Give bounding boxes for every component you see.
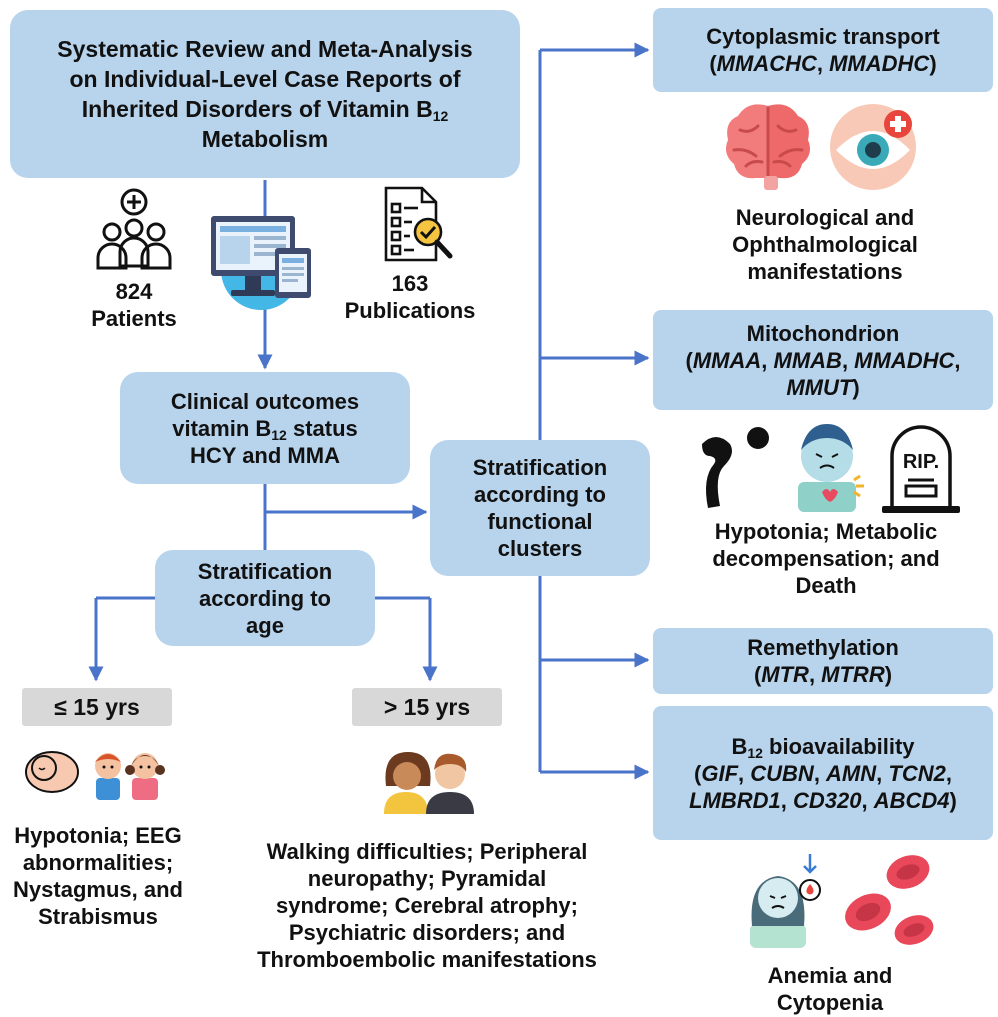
patients-count: 824 [115,279,153,304]
adult-outcomes-text: Walking difficulties; Peripheral neuropa… [236,838,618,973]
remethylation-box: Remethylation (MTR, MTRR) [653,628,993,694]
cluster-box-line-1: Stratification [472,455,608,480]
mitochondrion-outcome-line-3: Death [795,573,857,598]
bioavailability-title: B12 bioavailability [731,733,915,761]
tombstone-icon: RIP. [882,425,960,513]
mitochondrion-genes-line-1: (MMAA, MMAB, MMADHC, [685,347,961,373]
young-outcome-line-2: abnormalities; [22,850,174,875]
systematic-review-box: Systematic Review and Meta-Analysis on I… [10,10,520,178]
review-line-4: Metabolism [201,126,329,152]
cytoplasmic-outcome-line-3: manifestations [747,259,903,284]
cytoplasmic-outcome-text: Neurological and Ophthalmological manife… [700,204,950,285]
brain-icon [726,104,810,190]
bioavailability-outcome-line-2: Cytopenia [776,990,884,1015]
cluster-box-line-2: according to [473,482,606,507]
age-box-line-1: Stratification [197,558,333,584]
cluster-box-line-4: clusters [497,536,583,561]
mitochondrion-genes-line-2: MMUT) [786,374,860,400]
bioavailability-outcome-line-1: Anemia and [767,963,893,988]
age-box-line-3: age [246,612,284,638]
mitochondrion-outcome-line-1: Hypotonia; Metabolic [714,519,938,544]
mitochondrion-outcome-text: Hypotonia; Metabolic decompensation; and… [676,518,976,599]
remethylation-title: Remethylation [747,635,899,660]
b12-bioavailability-box: B12 bioavailability (GIF, CUBN, AMN, TCN… [653,706,993,840]
adult-outcome-line-1: Walking difficulties; Peripheral [266,839,588,864]
outcomes-line-2: vitamin B12 status [172,415,358,443]
adults-icon [384,752,474,814]
bioavailability-outcome-text: Anemia and Cytopenia [720,962,940,1016]
mitochondrion-title: Mitochondrion [746,320,900,346]
adult-outcome-line-3: syndrome; Cerebral atrophy; [276,893,578,918]
baby-and-children-icon [25,751,165,800]
cluster-stratification-box: Stratification according to functional c… [430,440,650,576]
bioavailability-genes-line-2: LMBRD1, CD320, ABCD4) [689,787,957,813]
young-outcome-line-3: Nystagmus, and [13,877,183,902]
anemic-patient-icon [750,854,821,948]
adult-outcome-line-5: Thromboembolic manifestations [257,947,597,972]
cytoplasmic-transport-box: Cytoplasmic transport (MMACHC, MMADHC) [653,8,993,92]
review-line-1: Systematic Review and Meta-Analysis [57,36,473,62]
mitochondrion-box: Mitochondrion (MMAA, MMAB, MMADHC, MMUT) [653,310,993,410]
adult-outcome-line-4: Psychiatric disorders; and [288,920,566,945]
cytoplasmic-outcome-line-1: Neurological and [735,205,915,230]
bioavailability-genes-line-1: (GIF, CUBN, AMN, TCN2, [694,760,952,786]
review-line-3: Inherited Disorders of Vitamin B12 [81,96,449,124]
review-line-2: on Individual-Level Case Reports of [69,66,461,92]
red-blood-cells-icon [845,855,934,945]
publications-count: 163 [391,271,429,296]
young-outcome-line-4: Strabismus [38,904,158,929]
age-group-adult-label: > 15 yrs [352,688,502,726]
publications-text: Publications [344,298,476,323]
clinical-outcomes-box: Clinical outcomes vitamin B12 status HCY… [120,372,410,484]
cluster-box-line-3: functional [487,509,593,534]
document-search-icon [384,186,453,262]
outcomes-line-1: Clinical outcomes [170,388,360,414]
eye-icon [830,104,916,190]
mitochondrion-outcome-line-2: decompensation; and [712,546,940,571]
tombstone-rip-text: RIP. [903,451,939,473]
publications-label: 163 Publications [330,270,490,324]
adult-outcome-line-2: neuropathy; Pyramidal [307,866,547,891]
sick-child-icon [798,424,864,512]
computer-screens-icon [211,216,311,310]
cytoplasmic-outcome-line-2: Ophthalmological [732,232,918,257]
age-group-young-label: ≤ 15 yrs [22,688,172,726]
hypotonia-figure-icon [702,427,769,508]
young-outcomes-text: Hypotonia; EEG abnormalities; Nystagmus,… [0,822,196,930]
young-outcome-line-1: Hypotonia; EEG [14,823,182,848]
cytoplasmic-genes: (MMACHC, MMADHC) [709,51,937,76]
outcomes-line-3: HCY and MMA [190,442,340,468]
age-stratification-box: Stratification according to age [155,550,375,646]
patients-text: Patients [91,306,177,331]
age-box-line-2: according to [198,585,331,611]
remethylation-genes: (MTR, MTRR) [753,662,893,687]
patients-group-icon [96,188,172,270]
patients-label: 824 Patients [74,278,194,332]
cytoplasmic-title: Cytoplasmic transport [706,24,940,49]
